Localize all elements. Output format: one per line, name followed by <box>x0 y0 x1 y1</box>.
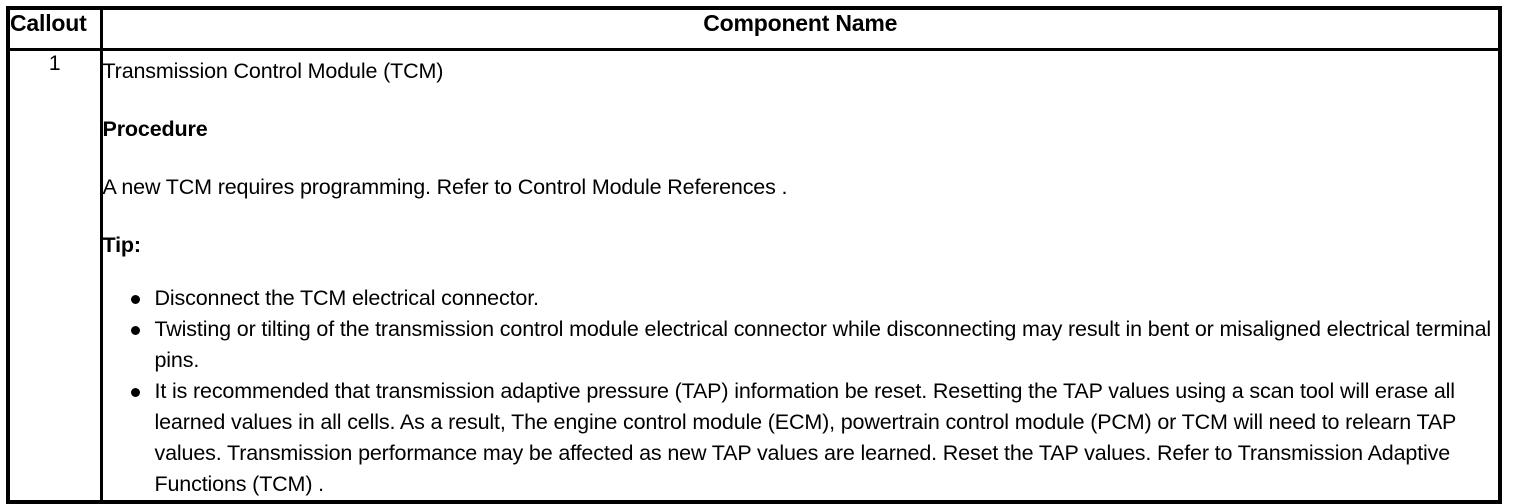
table-header-row: Callout Component Name <box>6 6 1502 51</box>
callout-number-cell: 1 <box>6 48 103 504</box>
component-detail-cell: Transmission Control Module (TCM) Proced… <box>99 48 1502 504</box>
column-header-component-name: Component Name <box>99 6 1502 51</box>
bullet-icon <box>130 295 140 304</box>
procedure-text: A new TCM requires programming. Refer to… <box>102 175 788 199</box>
list-item-text: Twisting or tilting of the transmission … <box>154 317 1492 372</box>
tip-heading: Tip: <box>102 233 142 257</box>
table-row: 1 Transmission Control Module (TCM) Proc… <box>6 48 1502 504</box>
list-item-text: Disconnect the TCM electrical connector. <box>154 286 540 310</box>
table-body: 1 Transmission Control Module (TCM) Proc… <box>6 48 1502 504</box>
list-item: Disconnect the TCM electrical connector. <box>103 283 1499 314</box>
list-item: It is recommended that transmission adap… <box>103 376 1499 500</box>
bullet-icon <box>130 326 140 335</box>
list-item-text: It is recommended that transmission adap… <box>154 379 1456 496</box>
component-name-table: Callout Component Name 1 Transmission Co… <box>6 6 1502 504</box>
bullet-icon <box>130 388 140 397</box>
table-header: Callout Component Name <box>6 6 1502 51</box>
component-title: Transmission Control Module (TCM) <box>102 59 444 83</box>
tip-list: Disconnect the TCM electrical connector.… <box>103 283 1499 500</box>
column-header-callout: Callout <box>6 6 103 51</box>
procedure-heading: Procedure <box>102 117 208 141</box>
list-item: Twisting or tilting of the transmission … <box>103 314 1499 376</box>
